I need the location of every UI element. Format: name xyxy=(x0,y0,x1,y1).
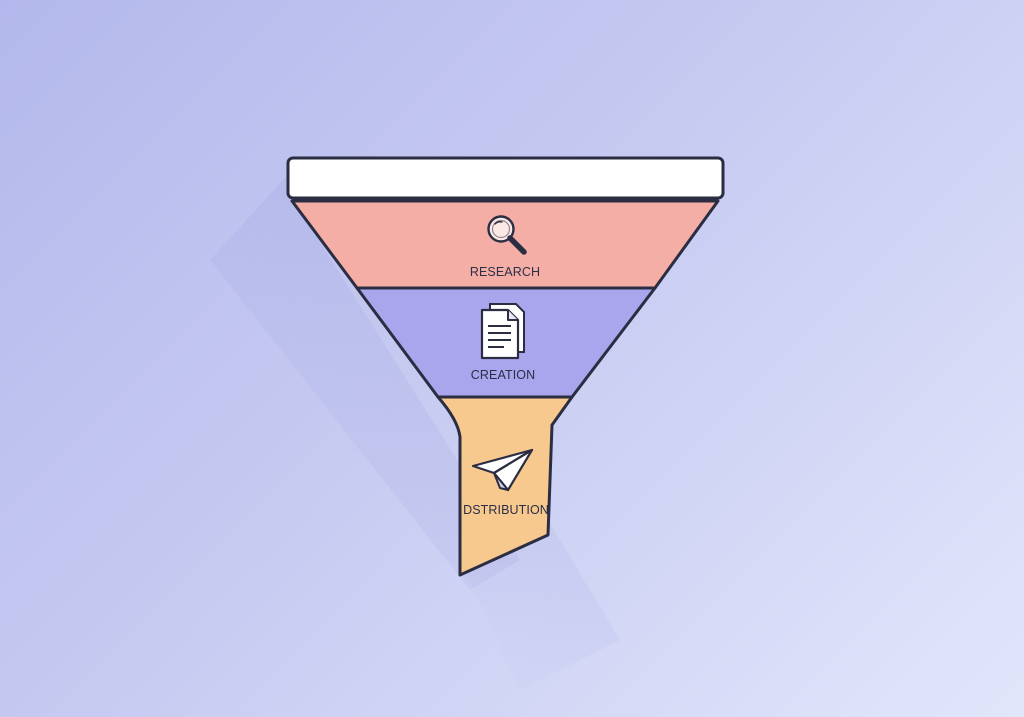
funnel-rim xyxy=(286,156,725,200)
stage-label-creation: CREATION xyxy=(470,368,536,382)
funnel-shadow-soft xyxy=(460,520,620,690)
paper-plane-icon xyxy=(471,448,534,492)
magnifying-glass-icon xyxy=(487,215,527,255)
stage-label-research: RESEARCH xyxy=(469,265,541,279)
stage-label-distribution: DSTRIBUTION xyxy=(463,503,549,517)
funnel-shadow xyxy=(210,170,520,590)
document-icon xyxy=(480,303,525,360)
